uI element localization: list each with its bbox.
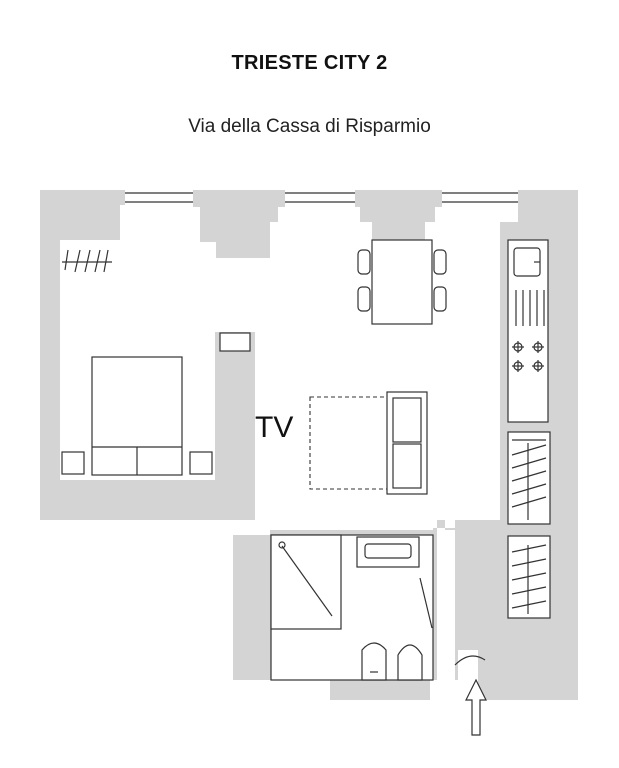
street-name: Via della Cassa di Risparmio xyxy=(188,116,431,137)
dining-table-icon xyxy=(357,239,447,325)
nightstand-icon xyxy=(189,451,213,475)
washbasin-icon xyxy=(356,536,420,568)
bed-icon xyxy=(61,356,213,476)
kitchen-counter xyxy=(507,239,549,423)
stove-icon xyxy=(512,341,544,372)
bathroom xyxy=(270,534,434,681)
chair-icon xyxy=(219,332,251,352)
toilet-icon xyxy=(397,644,423,681)
wardrobe-icon xyxy=(507,431,551,525)
windows xyxy=(125,192,518,203)
door-icon xyxy=(419,577,433,629)
bidet-icon xyxy=(361,642,387,681)
shower-icon xyxy=(270,534,342,630)
tv-label: TV xyxy=(255,411,293,444)
wardrobe-icon xyxy=(507,535,551,619)
entrance-door-icon xyxy=(454,655,486,666)
wardrobe-icon xyxy=(62,249,112,273)
nightstand-icon xyxy=(61,451,85,475)
entrance-arrow-icon xyxy=(465,678,487,736)
plan-title: TRIESTE CITY 2 xyxy=(231,52,388,74)
sofa-bed-icon xyxy=(309,391,428,495)
